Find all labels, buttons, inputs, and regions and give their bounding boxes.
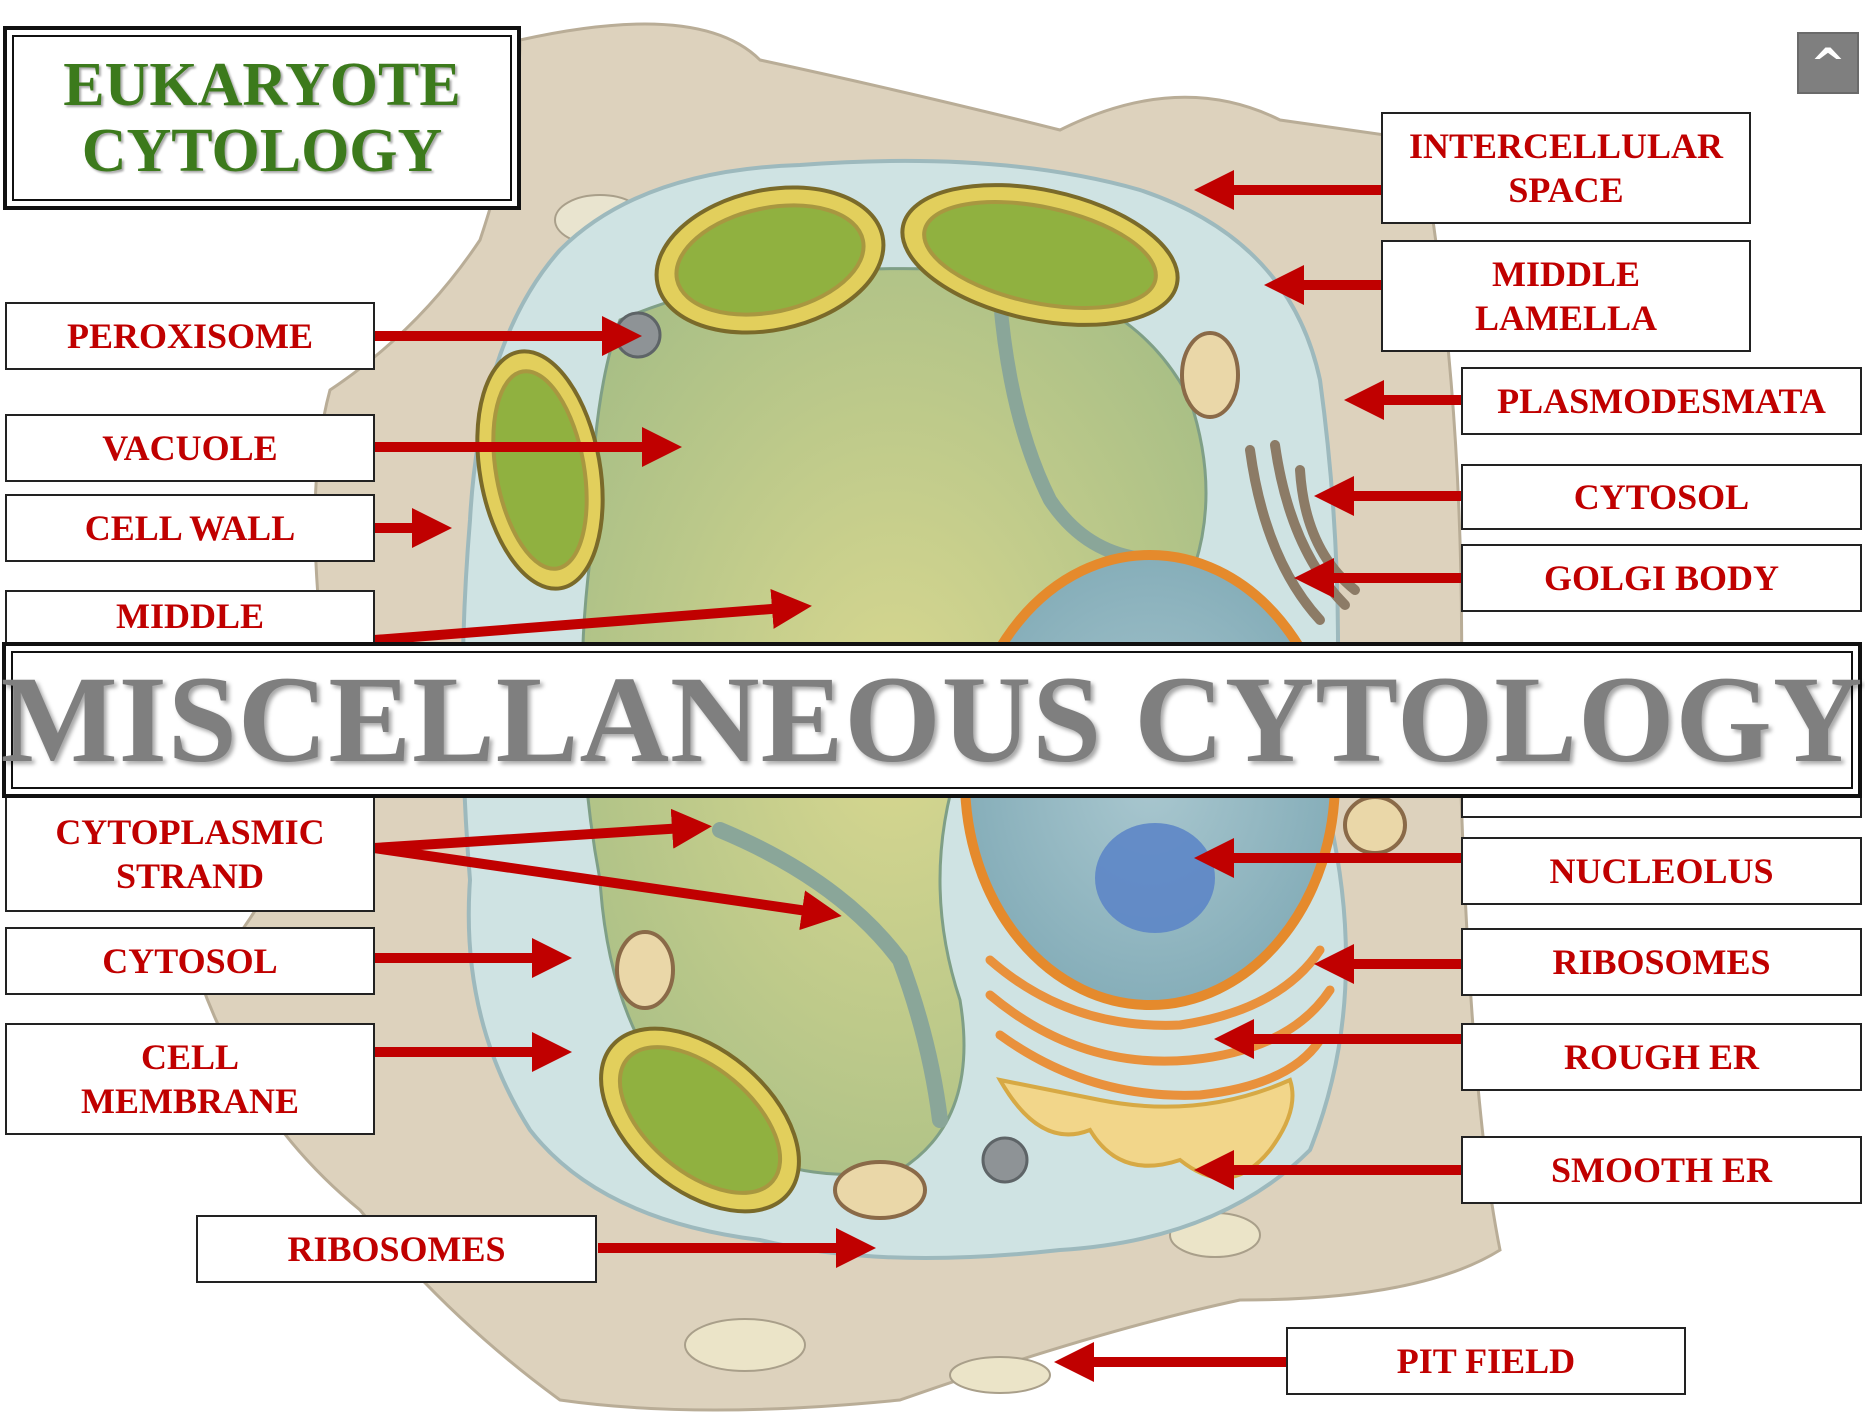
page-title: EUKARYOTE CYTOLOGY bbox=[12, 35, 512, 201]
label-text: GOLGI BODY bbox=[1544, 556, 1779, 600]
label-rough-er: ROUGH ER bbox=[1461, 1023, 1862, 1091]
label-text: PEROXISOME bbox=[67, 314, 313, 358]
label-line: STRAND bbox=[116, 854, 264, 898]
label-cytosol-left: CYTOSOL bbox=[5, 927, 375, 995]
label-cytosol-right: CYTOSOL bbox=[1461, 464, 1862, 530]
label-text: PIT FIELD bbox=[1397, 1339, 1575, 1383]
label-pit-field: PIT FIELD bbox=[1286, 1327, 1686, 1395]
label-text: CYTOSOL bbox=[102, 939, 277, 983]
label-intercellular-space: INTERCELLULAR SPACE bbox=[1381, 112, 1751, 224]
label-ribosomes-bottom: RIBOSOMES bbox=[196, 1215, 597, 1283]
title-box: EUKARYOTE CYTOLOGY bbox=[3, 26, 521, 210]
peroxisome bbox=[616, 313, 660, 357]
label-nucleolus: NUCLEOLUS bbox=[1461, 837, 1862, 905]
label-text: CELL WALL bbox=[85, 506, 295, 550]
label-plasmodesmata: PLASMODESMATA bbox=[1461, 367, 1862, 435]
label-line: SPACE bbox=[1508, 168, 1623, 212]
label-cell-membrane: CELL MEMBRANE bbox=[5, 1023, 375, 1135]
label-line: CELL bbox=[141, 1035, 239, 1079]
label-text: NUCLEOLUS bbox=[1549, 849, 1773, 893]
label-text: SMOOTH ER bbox=[1551, 1148, 1772, 1192]
label-text: ROUGH ER bbox=[1564, 1035, 1759, 1079]
label-text: VACUOLE bbox=[102, 426, 277, 470]
label-smooth-er: SMOOTH ER bbox=[1461, 1136, 1862, 1204]
navigate-up-button[interactable]: ^ bbox=[1797, 32, 1859, 94]
label-text: MIDDLE bbox=[116, 594, 264, 638]
label-middle-lamella: MIDDLE LAMELLA bbox=[1381, 240, 1751, 352]
title-line-2: CYTOLOGY bbox=[82, 118, 443, 184]
label-text: PLASMODESMATA bbox=[1497, 379, 1826, 423]
label-line: MIDDLE bbox=[1492, 252, 1640, 296]
label-cell-wall: CELL WALL bbox=[5, 494, 375, 562]
label-line: CYTOPLASMIC bbox=[55, 810, 324, 854]
section-banner: MISCELLANEOUS CYTOLOGY bbox=[2, 642, 1862, 798]
caret-up-icon: ^ bbox=[1810, 39, 1845, 88]
label-golgi-body: GOLGI BODY bbox=[1461, 544, 1862, 612]
banner-title: MISCELLANEOUS CYTOLOGY bbox=[11, 651, 1853, 789]
title-line-1: EUKARYOTE bbox=[63, 52, 460, 118]
label-peroxisome: PEROXISOME bbox=[5, 302, 375, 370]
label-text: RIBOSOMES bbox=[1552, 940, 1770, 984]
label-line: MEMBRANE bbox=[81, 1079, 299, 1123]
label-cytoplasmic-strand: CYTOPLASMIC STRAND bbox=[5, 798, 375, 912]
label-line: LAMELLA bbox=[1475, 296, 1657, 340]
label-line: INTERCELLULAR bbox=[1409, 124, 1723, 168]
label-vacuole: VACUOLE bbox=[5, 414, 375, 482]
label-text: RIBOSOMES bbox=[287, 1227, 505, 1271]
label-ribosomes-right: RIBOSOMES bbox=[1461, 928, 1862, 996]
label-text: CYTOSOL bbox=[1574, 475, 1749, 519]
